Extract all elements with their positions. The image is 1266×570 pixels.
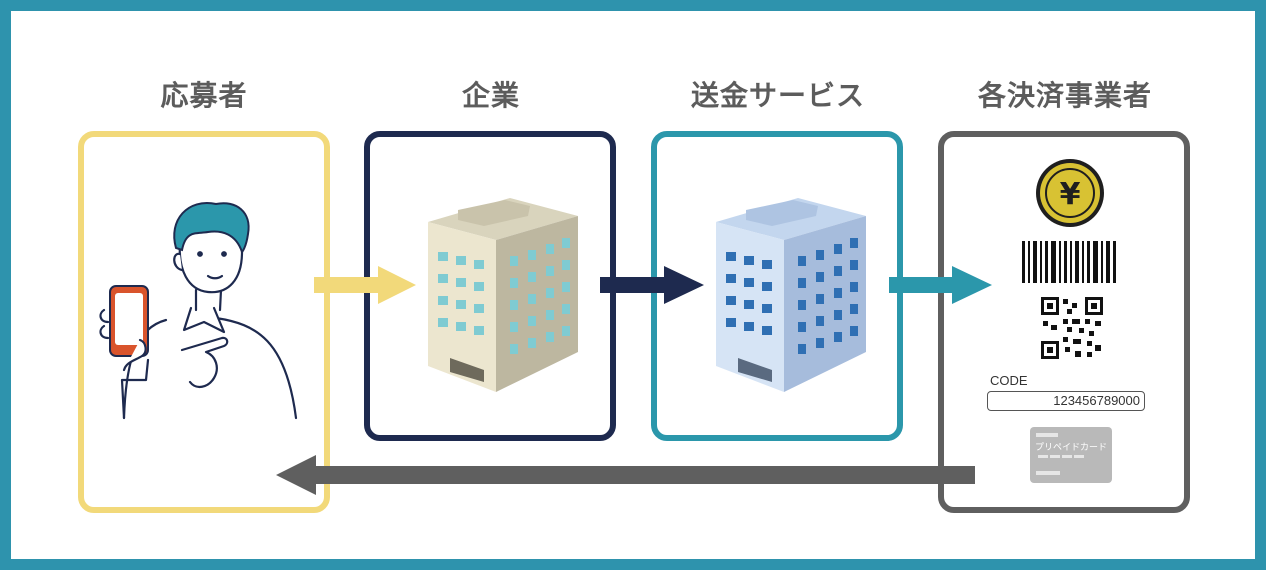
heading-remittance-service: 送金サービス [690,79,865,112]
person-with-phone-icon [99,202,298,420]
service-building-icon [716,198,866,392]
company-building-icon [428,198,578,392]
arrow-service-to-providers [889,266,992,304]
arrow-applicant-to-company [314,266,416,304]
code-label: CODE [990,373,1028,388]
prepaid-card-label: プリペイドカード [1034,443,1107,453]
yen-symbol: ¥ [1060,177,1081,212]
prepaid-card-icon [1030,427,1112,483]
qr-code-icon [1041,297,1103,359]
arrow-company-to-service [600,266,704,304]
code-value-field: 123456789000 [987,391,1145,411]
arrow-providers-to-applicant [276,455,975,495]
heading-company: 企業 [461,79,520,112]
barcode-icon [1022,241,1116,283]
heading-applicant: 応募者 [160,79,248,112]
heading-payment-providers: 各決済事業者 [977,79,1152,112]
yen-coin-icon: ¥ [1036,159,1104,227]
